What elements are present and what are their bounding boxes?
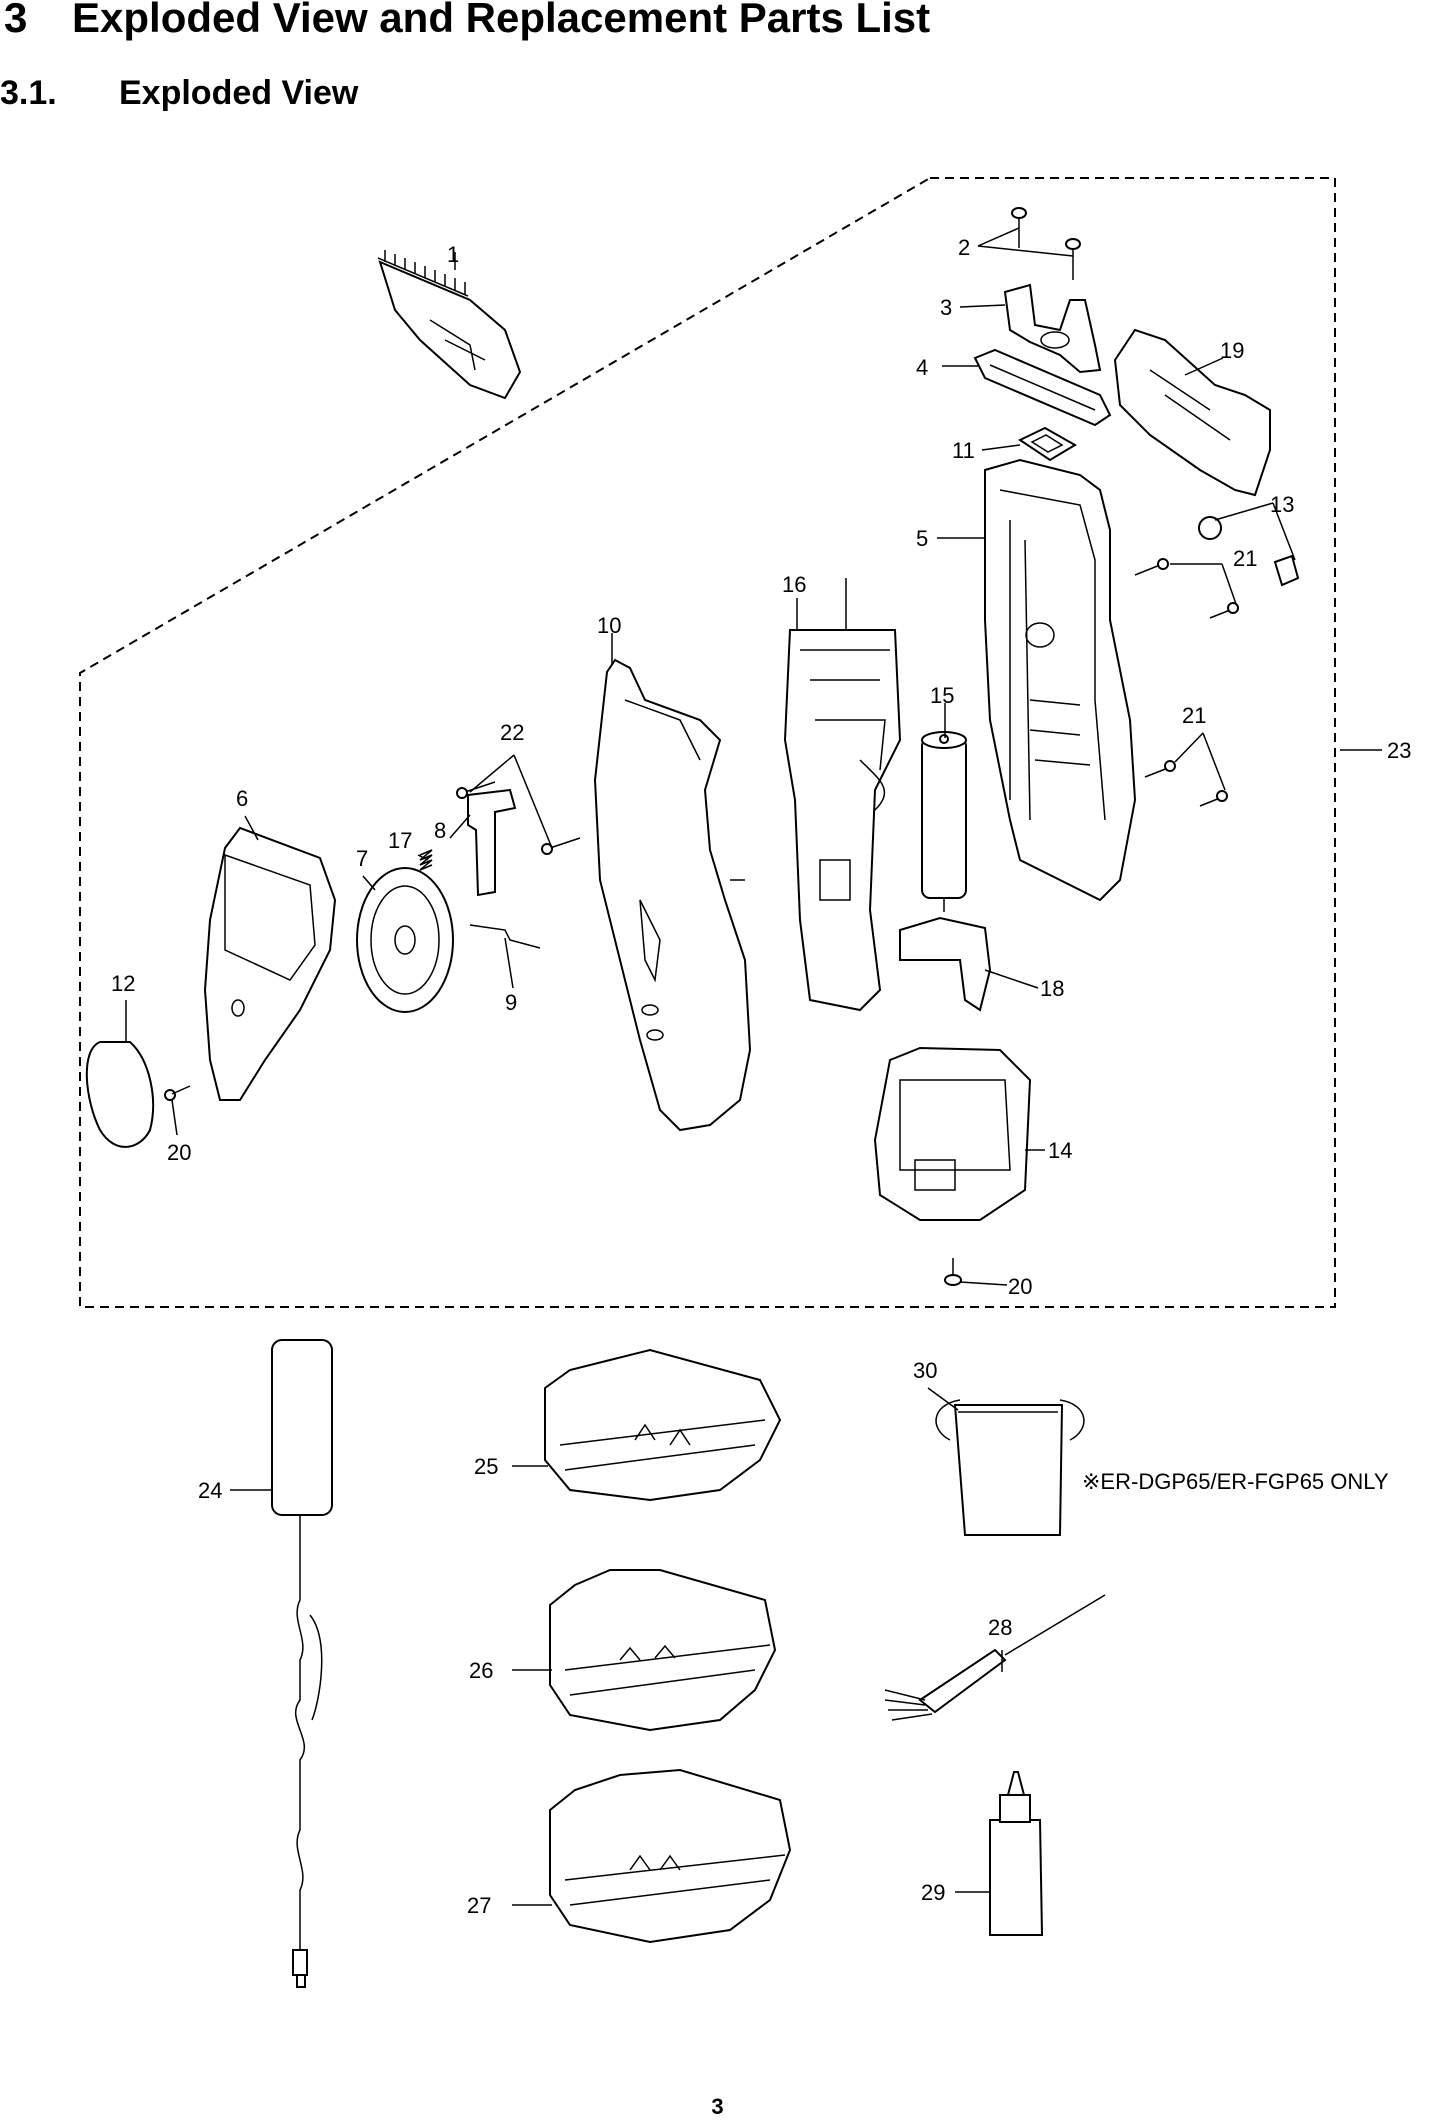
callout-labels: 1 2 3 4 5 6 7 8 9 10 11 12 13 14 15 16 1… (111, 235, 1411, 1918)
motor-part (921, 731, 967, 912)
callout-12: 12 (111, 971, 135, 996)
bottle-part (989, 1771, 1044, 1936)
model-note: ※ER-DGP65/ER-FGP65 ONLY (1082, 1469, 1389, 1494)
callout-29: 29 (921, 1880, 945, 1905)
callout-6: 6 (236, 786, 248, 811)
latch-part (467, 788, 517, 897)
pcb-block-part (783, 578, 902, 1012)
screws-21 (1134, 558, 1239, 807)
holder-part (973, 348, 1112, 427)
callout-14: 14 (1048, 1138, 1072, 1163)
frame-part (984, 458, 1137, 902)
screw-bottom (944, 1258, 962, 1286)
callout-7: 7 (356, 846, 368, 871)
page-number: 3 (711, 2094, 724, 2119)
assembly-boundary (79, 177, 1336, 1308)
callout-19: 19 (1220, 338, 1244, 363)
subsection-heading: 3.1. Exploded View (0, 74, 358, 113)
wire-part (469, 924, 541, 949)
callout-18: 18 (1040, 976, 1064, 1001)
cover-part (1113, 328, 1271, 497)
callout-24: 24 (198, 1478, 222, 1503)
front-panel-part (203, 826, 337, 1101)
callout-21-upper: 21 (1233, 546, 1257, 571)
section-number: 3 (4, 0, 28, 41)
section-heading: 3 Exploded View and Replacement Parts Lis… (4, 0, 930, 42)
screws-22 (456, 781, 581, 855)
seal-part (1017, 426, 1077, 462)
callout-28: 28 (988, 1615, 1012, 1640)
callout-16: 16 (782, 572, 806, 597)
comb-27 (549, 1768, 792, 1944)
subsection-number: 3.1. (0, 74, 57, 112)
callout-13: 13 (1270, 492, 1294, 517)
screw-left (164, 1085, 191, 1101)
bracket-part (1003, 283, 1102, 374)
callout-20-left: 20 (167, 1140, 191, 1165)
housing-part (593, 658, 752, 1132)
callout-26: 26 (469, 1658, 493, 1683)
cap-part (899, 916, 992, 1012)
callout-21-lower: 21 (1182, 703, 1206, 728)
dial-part (356, 867, 454, 1013)
pouch-part (935, 1399, 1085, 1536)
callout-9: 9 (505, 990, 517, 1015)
leader-lines (125, 227, 1382, 1906)
base-part (873, 1046, 1032, 1221)
brush-part (884, 1594, 1106, 1721)
callout-22: 22 (500, 720, 524, 745)
screws-top (1011, 207, 1081, 280)
callout-15: 15 (930, 683, 954, 708)
callout-4: 4 (916, 355, 928, 380)
callout-1: 1 (447, 242, 459, 267)
callout-2: 2 (958, 235, 970, 260)
subsection-title: Exploded View (119, 74, 359, 112)
small-part-13 (1198, 516, 1300, 587)
callout-8: 8 (434, 818, 446, 843)
spring-part (419, 849, 433, 871)
callout-17: 17 (388, 828, 412, 853)
lid-part (85, 1041, 154, 1148)
callout-3: 3 (940, 295, 952, 320)
section-title: Exploded View and Replacement Parts List (72, 0, 931, 41)
callout-25: 25 (474, 1454, 498, 1479)
callout-5: 5 (916, 526, 928, 551)
callout-30: 30 (913, 1358, 937, 1383)
callout-27: 27 (467, 1893, 491, 1918)
callout-10: 10 (597, 613, 621, 638)
callout-20-bottom: 20 (1008, 1274, 1032, 1299)
comb-26 (549, 1569, 777, 1732)
comb-25 (544, 1348, 782, 1502)
blade-part (377, 250, 522, 400)
callout-23: 23 (1387, 738, 1411, 763)
callout-11: 11 (952, 438, 975, 463)
adapter-part (271, 1339, 333, 1988)
